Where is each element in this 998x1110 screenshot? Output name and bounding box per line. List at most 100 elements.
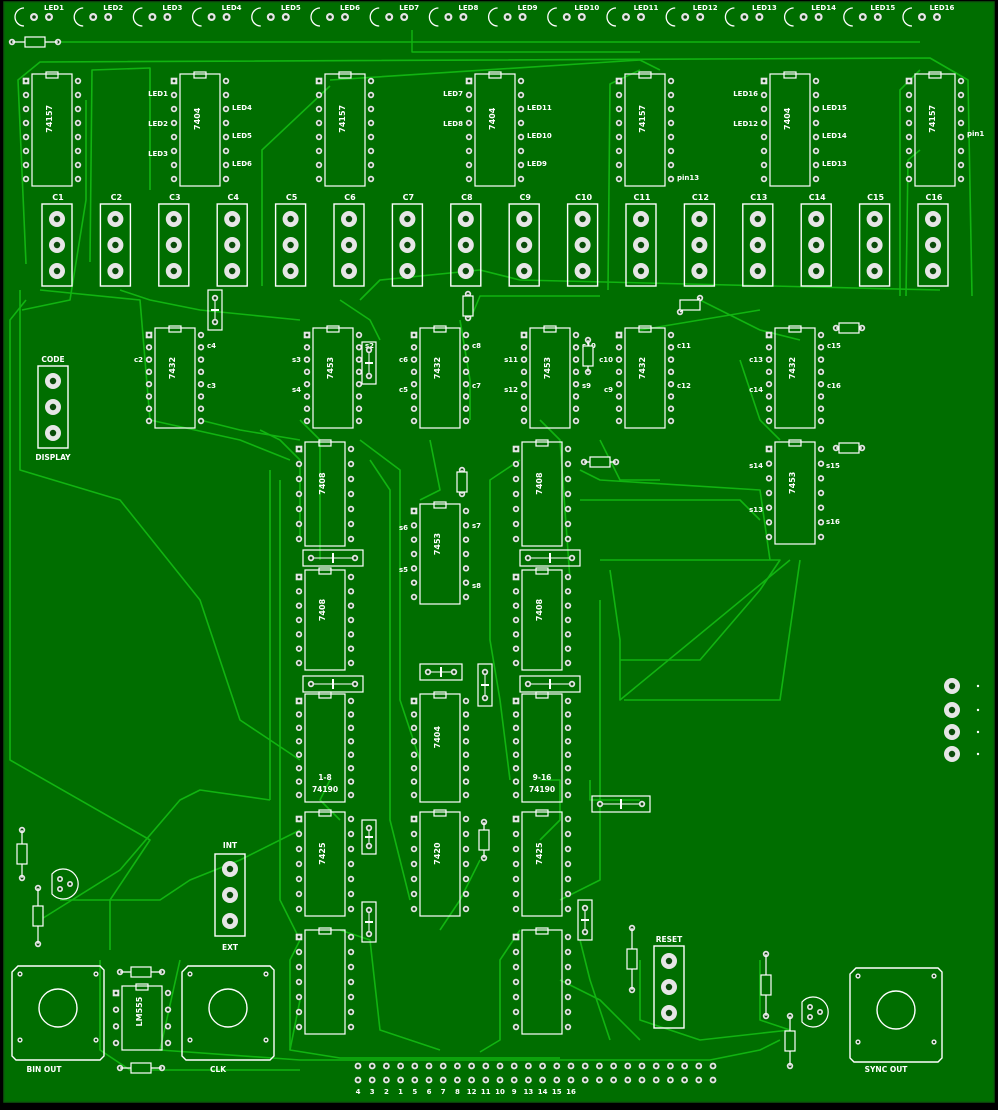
drill-hole bbox=[462, 215, 469, 223]
drill-hole bbox=[264, 1038, 268, 1042]
silk-label: 4 bbox=[356, 1088, 361, 1096]
drill-hole bbox=[94, 972, 98, 976]
silk-label: C14 bbox=[809, 193, 826, 202]
drill-hole bbox=[959, 135, 963, 139]
drill-hole bbox=[484, 1078, 488, 1082]
drill-hole bbox=[597, 1064, 601, 1068]
drill-hole bbox=[566, 995, 570, 999]
drill-hole bbox=[541, 1064, 545, 1068]
drill-hole bbox=[349, 726, 353, 730]
transistor bbox=[801, 996, 829, 1028]
drill-hole bbox=[427, 1078, 431, 1082]
drill-hole bbox=[819, 333, 823, 337]
drill-hole bbox=[697, 1064, 701, 1068]
ic-outline bbox=[419, 327, 461, 429]
resistor bbox=[582, 336, 594, 376]
drill-hole bbox=[519, 177, 523, 181]
drill-hole bbox=[514, 793, 518, 797]
drill-hole bbox=[297, 965, 301, 969]
ic-outline bbox=[529, 327, 571, 429]
drill-hole bbox=[349, 462, 353, 466]
drill-hole bbox=[345, 215, 353, 223]
drill-hole bbox=[357, 333, 361, 337]
silk-label: 7432 bbox=[638, 357, 647, 379]
drill-hole bbox=[384, 1064, 388, 1068]
drill-hole bbox=[170, 215, 177, 223]
drill-hole bbox=[570, 556, 574, 560]
decoupling-capacitor bbox=[577, 899, 593, 941]
silk-label: 13 bbox=[524, 1088, 534, 1096]
resistor-body bbox=[838, 322, 860, 334]
copper-trace bbox=[369, 459, 411, 901]
drill-hole bbox=[617, 407, 621, 411]
drill-hole bbox=[583, 906, 587, 910]
resistor bbox=[626, 924, 638, 994]
drill-hole bbox=[767, 520, 771, 524]
ic-notch bbox=[488, 71, 502, 79]
drill-hole bbox=[574, 407, 578, 411]
drill-hole bbox=[357, 382, 361, 386]
drill-hole bbox=[297, 793, 301, 797]
drill-hole bbox=[172, 149, 176, 153]
drill-hole bbox=[412, 712, 416, 716]
drill-hole bbox=[574, 370, 578, 374]
drill-hole bbox=[598, 802, 602, 806]
led-outline bbox=[665, 7, 676, 27]
ic-outline bbox=[521, 929, 563, 1035]
silk-label: LED3 bbox=[162, 4, 182, 12]
drill-hole bbox=[349, 477, 353, 481]
drill-hole bbox=[617, 370, 621, 374]
drill-hole bbox=[412, 753, 416, 757]
cap-header-c5 bbox=[274, 203, 307, 287]
drill-hole bbox=[819, 476, 823, 480]
drill-hole bbox=[566, 877, 570, 881]
ic-left-bottom bbox=[295, 927, 355, 1035]
drill-hole bbox=[654, 1078, 658, 1082]
drill-hole bbox=[229, 267, 236, 275]
drill-hole bbox=[514, 661, 518, 665]
drill-hole bbox=[929, 267, 937, 275]
drill-hole bbox=[369, 121, 373, 125]
drill-hole bbox=[470, 1078, 474, 1082]
drill-hole bbox=[754, 267, 761, 275]
ic-notch bbox=[638, 71, 652, 79]
drill-hole bbox=[566, 817, 570, 821]
drill-hole bbox=[357, 345, 361, 349]
drill-hole bbox=[498, 1078, 502, 1082]
drill-hole bbox=[669, 370, 673, 374]
drill-hole bbox=[53, 215, 61, 223]
drill-hole bbox=[297, 462, 301, 466]
drill-hole bbox=[412, 793, 416, 797]
drill-hole bbox=[566, 1025, 570, 1029]
drill-hole bbox=[147, 407, 151, 411]
ic-outline bbox=[324, 73, 366, 187]
silk-label: 7432 bbox=[433, 357, 442, 379]
drill-hole bbox=[522, 407, 526, 411]
drill-hole bbox=[404, 267, 411, 275]
decoupling-capacitor bbox=[519, 549, 581, 567]
drill-hole bbox=[566, 739, 570, 743]
led-outline bbox=[428, 7, 439, 27]
copper-trace bbox=[17, 57, 973, 297]
drill-hole bbox=[566, 965, 570, 969]
header-outline bbox=[508, 203, 540, 287]
drill-hole bbox=[287, 241, 294, 249]
drill-hole bbox=[464, 726, 468, 730]
drill-hole bbox=[229, 215, 236, 223]
drill-hole bbox=[467, 107, 471, 111]
drill-hole bbox=[404, 215, 411, 223]
drill-hole bbox=[199, 382, 203, 386]
ic-outline bbox=[121, 985, 163, 1051]
silk-label: SYNC OUT bbox=[865, 1065, 909, 1074]
drill-hole bbox=[353, 682, 357, 686]
drill-hole bbox=[349, 793, 353, 797]
drill-hole bbox=[754, 241, 761, 249]
drill-hole bbox=[297, 780, 301, 784]
drill-hole bbox=[579, 241, 586, 249]
drill-hole bbox=[349, 507, 353, 511]
drill-hole bbox=[566, 477, 570, 481]
drill-hole bbox=[959, 107, 963, 111]
drill-hole bbox=[349, 817, 353, 821]
